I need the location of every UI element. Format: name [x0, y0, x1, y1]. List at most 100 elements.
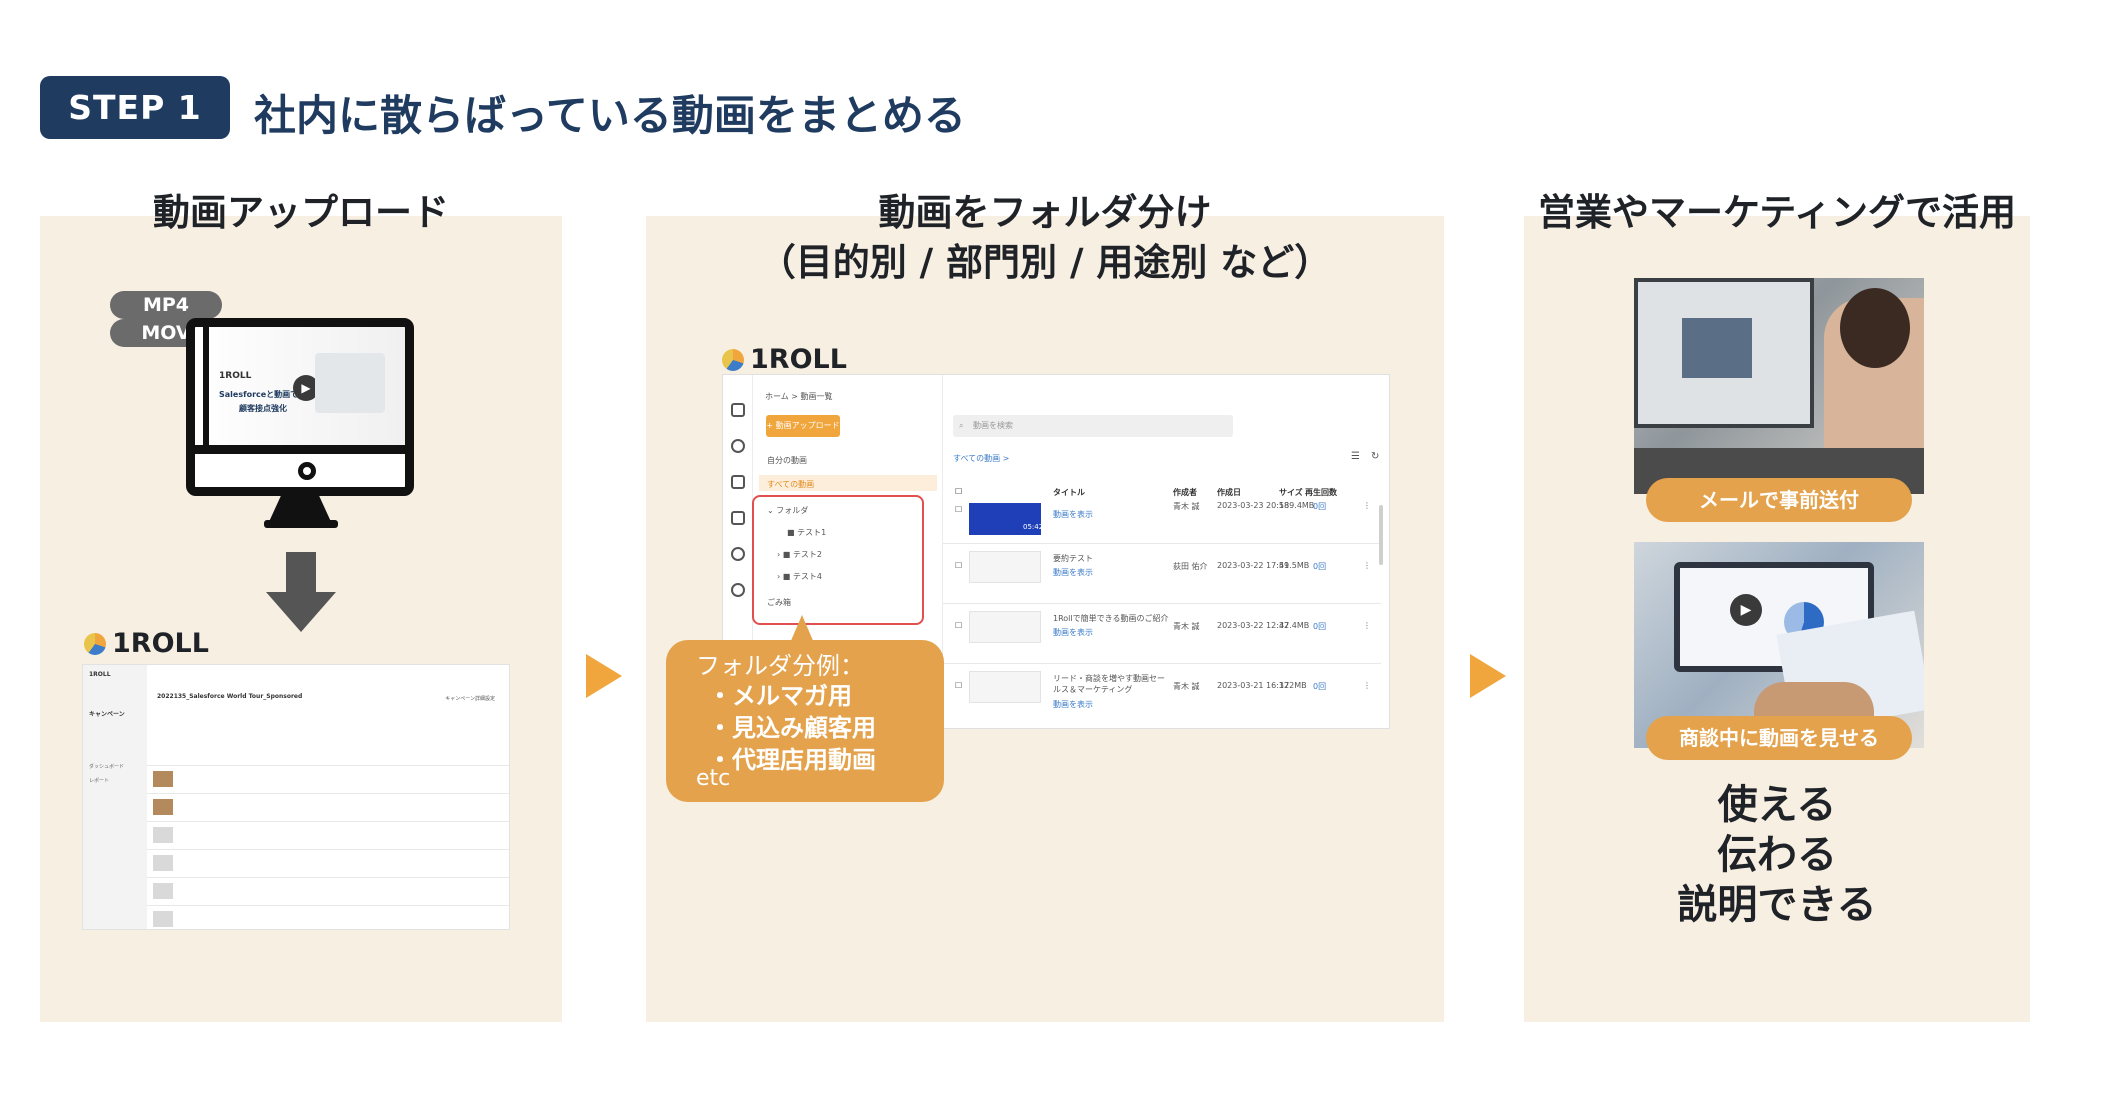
monitor-base [264, 520, 338, 528]
brand-logo-icon [84, 632, 106, 655]
mini-sidebar-dashboard: ダッシュボード [89, 764, 125, 770]
row-checkbox[interactable]: ☐ [955, 681, 963, 690]
next-arrow-icon [1470, 654, 1506, 698]
all-videos-item[interactable]: すべての動画 [767, 480, 815, 489]
email-photo [1634, 278, 1924, 494]
folder-label: テスト1 [797, 528, 827, 537]
video-nav-icon[interactable] [731, 403, 745, 417]
callout-item: ・代理店用動画 [708, 746, 876, 774]
more-icon[interactable]: ⋮ [1363, 561, 1371, 570]
row-date: 2023-03-22 17:59 [1217, 561, 1290, 570]
brand-logo-text: 1ROLL [750, 344, 847, 375]
down-arrow-icon [266, 552, 336, 632]
breadcrumb[interactable]: ホーム > 動画一覧 [765, 392, 833, 401]
folder-root[interactable]: ⌄ フォルダ [767, 506, 809, 515]
row-size: 47.4MB [1279, 621, 1310, 630]
step-badge: STEP 1 [40, 76, 230, 139]
list-view-icon[interactable]: ☰ [1351, 451, 1360, 462]
view-video-link[interactable]: 動画を表示 [1053, 700, 1093, 709]
row-date: 2023-03-21 16:32 [1217, 681, 1290, 690]
scrollbar[interactable] [1379, 505, 1383, 565]
view-video-link[interactable]: 動画を表示 [1053, 510, 1093, 519]
row-author: 青木 誠 [1173, 682, 1200, 691]
row-author: 荻田 佑介 [1173, 562, 1208, 571]
marketing-nav-icon[interactable] [731, 511, 745, 525]
mini-sidebar-report: レポート [89, 778, 110, 784]
panel-upload-heading: 動画アップロード [153, 191, 449, 234]
step-title: 社内に散らばっている動画をまとめる [254, 91, 966, 140]
folder-icon: ■ [787, 528, 795, 537]
row-views: 0回 [1313, 622, 1327, 631]
view-video-link[interactable]: 動画を表示 [1053, 568, 1093, 577]
refresh-icon[interactable]: ↻ [1371, 451, 1380, 462]
my-videos-item[interactable]: 自分の動画 [767, 456, 807, 465]
folder-label: テスト2 [792, 550, 822, 559]
settings-nav-icon[interactable] [731, 583, 745, 597]
search-icon: ⌕ [959, 421, 964, 430]
mini-settings-button: キャンペーン詳細設定 [445, 696, 495, 702]
help-nav-icon[interactable] [731, 547, 745, 561]
col-author[interactable]: 作成者 [1173, 488, 1197, 497]
row-date: 2023-03-23 20:58 [1217, 501, 1290, 510]
callout-etc: etc [696, 766, 731, 791]
step-label: STEP 1 [68, 88, 202, 127]
play-icon: ▶ [1730, 594, 1762, 626]
more-icon[interactable]: ⋮ [1363, 501, 1371, 510]
row-size: 172MB [1279, 681, 1307, 690]
video-thumbnail[interactable] [969, 671, 1041, 703]
upload-button[interactable]: + 動画アップロード [766, 415, 840, 437]
video-thumbnail[interactable] [969, 551, 1041, 583]
monitor-icon: 1ROLL Salesforceと動画で実現する 顧客接点強化 ▶ [186, 318, 414, 496]
user-nav-icon[interactable] [731, 439, 745, 453]
video-thumbnail[interactable] [969, 611, 1041, 643]
database-nav-icon[interactable] [731, 475, 745, 489]
chevron-right-icon: › [777, 572, 781, 581]
mini-brand: 1ROLL [89, 671, 111, 678]
meeting-photo: ▶ [1634, 542, 1924, 748]
row-checkbox[interactable]: ☐ [955, 505, 963, 514]
row-author: 青木 誠 [1173, 622, 1200, 631]
all-videos-link[interactable]: すべての動画 > [953, 454, 1010, 463]
folder-item[interactable]: ■ テスト1 [787, 527, 826, 538]
folder-icon: ■ [782, 550, 791, 559]
more-icon[interactable]: ⋮ [1363, 681, 1371, 690]
view-video-link[interactable]: 動画を表示 [1053, 628, 1093, 637]
panel-folders-heading-line1: 動画をフォルダ分け [878, 191, 1212, 234]
monitor-screen: 1ROLL Salesforceと動画で実現する 顧客接点強化 ▶ [195, 327, 405, 445]
col-views[interactable]: 再生回数 [1305, 488, 1337, 497]
search-input[interactable]: 動画を検索 [953, 415, 1233, 437]
row-title: 要約テスト [1053, 554, 1093, 563]
folder-label: テスト4 [792, 572, 822, 581]
row-size: 41.5MB [1279, 561, 1310, 570]
folder-item[interactable]: › ■ テスト4 [777, 571, 822, 582]
col-date[interactable]: 作成日 [1217, 488, 1241, 497]
col-size[interactable]: サイズ [1279, 488, 1303, 497]
row-size: 189.4MB [1279, 501, 1315, 510]
camera-dot-icon [298, 462, 316, 480]
video-thumbnail[interactable] [969, 503, 1041, 535]
slogan-line: 使える [1717, 782, 1837, 828]
callout-item: ・見込み顧客用 [708, 714, 876, 742]
row-title: リード・商談を増やす動画セールス＆マーケティング [1053, 674, 1165, 694]
next-arrow-icon [586, 654, 622, 698]
row-checkbox[interactable]: ☐ [955, 561, 963, 570]
mini-title: 2022135_Salesforce World Tour_Sponsored [157, 693, 303, 700]
folder-example-callout: フォルダ分例： ・メルマガ用 ・見込み顧客用 ・代理店用動画 etc [666, 640, 944, 802]
mini-app-screenshot: 1ROLL キャンペーン ダッシュボード レポート 2022135_Salesf… [82, 664, 510, 930]
video-duration: 05:42 [1023, 523, 1044, 531]
more-icon[interactable]: ⋮ [1363, 621, 1371, 630]
email-tag: メールで事前送付 [1646, 478, 1912, 522]
select-all-checkbox[interactable]: ☐ [955, 487, 963, 496]
row-views: 0回 [1313, 502, 1327, 511]
trash-item[interactable]: ごみ箱 [767, 598, 791, 607]
col-title[interactable]: タイトル [1053, 488, 1085, 497]
row-checkbox[interactable]: ☐ [955, 621, 963, 630]
row-title: 1Rollで簡単できる動画のご紹介 [1053, 614, 1169, 623]
slogan-line: 伝わる [1717, 832, 1837, 878]
folder-highlight-box [752, 495, 924, 625]
folder-root-label: フォルダ [776, 506, 809, 515]
folder-item[interactable]: › ■ テスト2 [777, 549, 822, 560]
panel-folders-heading-line2: （目的別 / 部門別 / 用途別 など） [758, 241, 1332, 284]
slogan-line: 説明できる [1677, 882, 1877, 928]
mini-sidebar-campaign: キャンペーン [89, 711, 125, 718]
